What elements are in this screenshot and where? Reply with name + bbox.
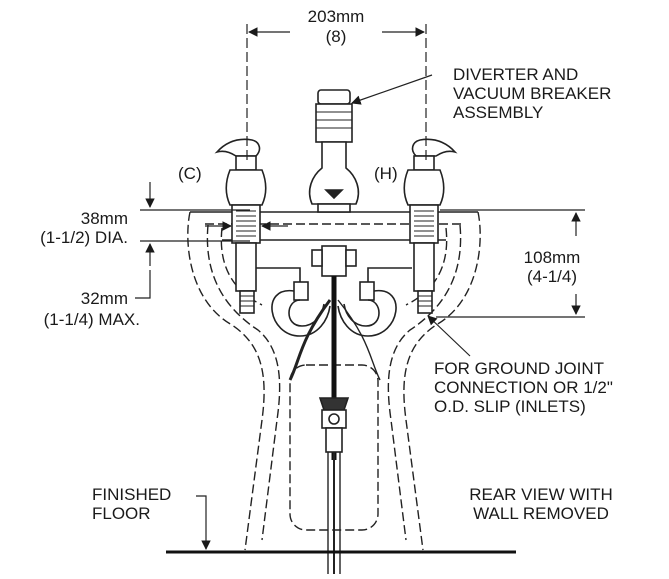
dimension-diameter [140, 182, 288, 266]
diverter-label-line1: DIVERTER AND [453, 65, 578, 84]
cold-valve [214, 138, 267, 314]
rear-view-line1: REAR VIEW WITH [469, 485, 613, 504]
max-mm-label: 32mm [81, 289, 128, 308]
top-width-mm-label: 203mm [308, 7, 365, 26]
dimension-max-leader [135, 270, 151, 299]
dimension-height [436, 209, 585, 318]
height-in-label: (4-1/4) [527, 267, 577, 286]
rear-view-line2: WALL REMOVED [473, 504, 609, 523]
hot-label: (H) [374, 164, 398, 183]
cold-label: (C) [178, 164, 202, 183]
dimension-top-width [246, 24, 427, 160]
diverter-leader [351, 74, 433, 105]
ground-joint-leader [427, 315, 471, 357]
diverter-label-line2: VACUUM BREAKER [453, 84, 611, 103]
finished-floor-line1: FINISHED [92, 485, 171, 504]
diverter-label-line3: ASSEMBLY [453, 103, 543, 122]
diameter-in-label: (1-1/2) DIA. [40, 228, 128, 247]
max-in-label: (1-1/4) MAX. [44, 310, 140, 329]
hot-valve [403, 138, 458, 314]
ground-joint-line3: O.D. SLIP (INLETS) [434, 397, 586, 416]
supply-piping [256, 267, 412, 574]
ground-joint-line2: CONNECTION OR 1/2" [434, 378, 613, 397]
diverter-assembly [308, 89, 360, 277]
finished-floor-leader [196, 495, 211, 550]
finished-floor-line2: FLOOR [92, 504, 151, 523]
diameter-mm-label: 38mm [81, 209, 128, 228]
height-mm-label: 108mm [524, 248, 581, 267]
top-width-in-label: (8) [326, 27, 347, 46]
ground-joint-line1: FOR GROUND JOINT [434, 359, 604, 378]
